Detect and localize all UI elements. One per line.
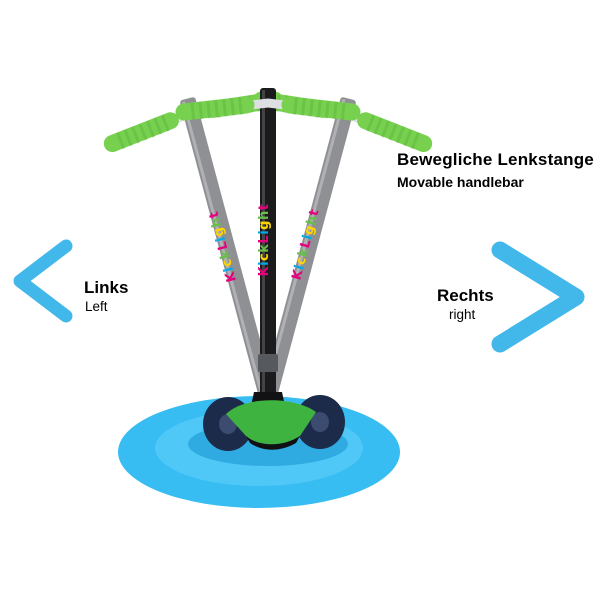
arrow-left-icon bbox=[13, 239, 73, 323]
grip-center-b bbox=[281, 96, 361, 121]
stem-left-highlight bbox=[181, 101, 266, 402]
deck-underside bbox=[246, 436, 300, 450]
stem-left bbox=[180, 97, 276, 404]
grip-center-a-ribs bbox=[187, 97, 243, 121]
grip-center-b-ribs bbox=[293, 97, 349, 121]
stem-center bbox=[260, 88, 276, 402]
headline-english: Movable handlebar bbox=[397, 174, 524, 190]
grip-right-b bbox=[357, 112, 433, 153]
grip-right-b-ribs bbox=[366, 114, 423, 151]
stem-center-highlight bbox=[262, 90, 265, 400]
stem-clamp bbox=[258, 354, 278, 372]
arrow-right-icon bbox=[491, 241, 585, 353]
brand-logo-text: KickLight bbox=[207, 209, 240, 283]
left-label-english: Left bbox=[85, 299, 108, 314]
front-wheel-right-hub bbox=[311, 412, 329, 432]
handlebar-center-position: KickLight bbox=[175, 88, 361, 402]
brand-logo-text: KickLight bbox=[289, 207, 322, 281]
right-label-german: Rechts bbox=[437, 286, 494, 305]
grip-left-a-ribs bbox=[113, 114, 170, 151]
stem-right-highlight bbox=[262, 99, 346, 400]
stem-right bbox=[260, 97, 356, 404]
left-label-german: Links bbox=[84, 278, 129, 297]
grip-center-a bbox=[175, 96, 255, 121]
right-label-english: right bbox=[449, 307, 476, 322]
grip-left-a bbox=[103, 112, 179, 153]
brand-logo-text: KickLight bbox=[257, 204, 272, 277]
deck-assembly bbox=[188, 392, 348, 466]
deck-top bbox=[226, 400, 316, 445]
headline-german: Bewegliche Lenkstange bbox=[397, 150, 594, 169]
handlebar-left-position: KickLight bbox=[103, 91, 284, 404]
